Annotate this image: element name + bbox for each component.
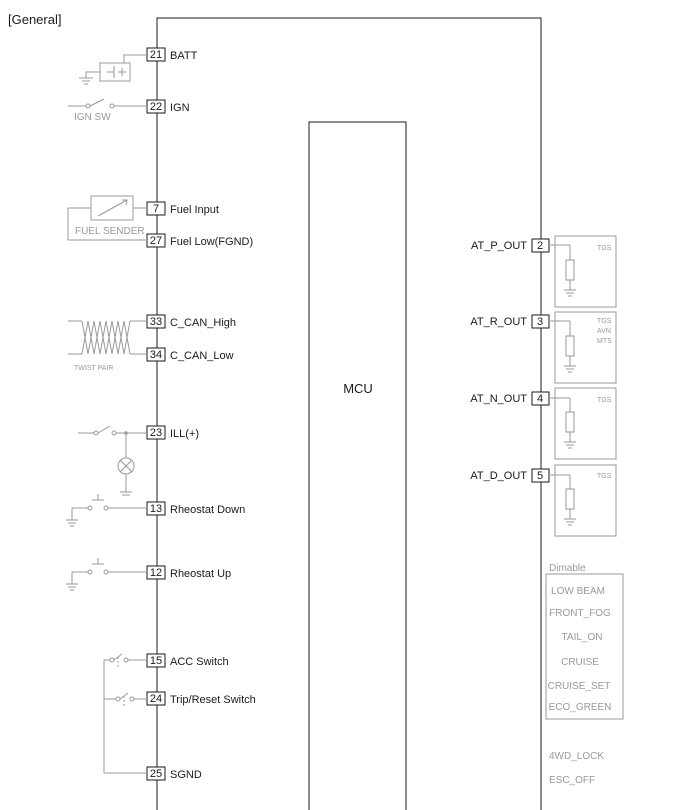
left-pins: 21 BATT 22 IGN 7 Fuel Input 27 Fuel Low(… xyxy=(146,47,256,781)
fuel-sender-icon xyxy=(67,195,147,241)
signals-header: Dimable xyxy=(549,563,586,574)
svg-text:12: 12 xyxy=(150,567,162,579)
svg-text:7: 7 xyxy=(153,203,159,215)
svg-text:24: 24 xyxy=(150,693,162,705)
pin-label-fuel-input: Fuel Input xyxy=(170,204,219,216)
pin-ign: 22 IGN xyxy=(146,99,190,114)
pin-label-sgnd: SGND xyxy=(170,769,202,781)
pin-label-ign: IGN xyxy=(170,102,190,114)
load-box-d: TGS xyxy=(549,464,617,537)
section-title: [General] xyxy=(8,12,61,27)
ill-lamp-icon xyxy=(117,433,135,496)
load-box-r: TGS AVN MTS xyxy=(549,311,617,384)
pin-batt: 21 BATT xyxy=(146,47,198,62)
fuel-sender-label: FUEL SENDER xyxy=(75,226,145,237)
ign-switch-icon xyxy=(68,98,147,109)
svg-text:15: 15 xyxy=(150,655,162,667)
load-box-p-text: TGS xyxy=(597,245,612,252)
signal-esc-off: ESC_OFF xyxy=(549,775,595,786)
pin-trip-reset: 24 Trip/Reset Switch xyxy=(146,691,256,706)
signals-box xyxy=(545,573,624,720)
signal-low-beam: LOW BEAM xyxy=(551,586,605,597)
pin-at-d-out: AT_D_OUT 5 xyxy=(470,468,550,483)
signal-cruise: CRUISE xyxy=(561,657,599,668)
pin-at-n-out: AT_N_OUT 4 xyxy=(470,391,550,406)
signal-4wd-lock: 4WD_LOCK xyxy=(549,751,604,762)
svg-text:2: 2 xyxy=(537,240,543,252)
load-box-n: TGS xyxy=(549,387,617,460)
pin-at-p-out: AT_P_OUT 2 xyxy=(471,238,550,253)
pin-label-at-n-out: AT_N_OUT xyxy=(470,393,527,405)
pin-c-can-low: 34 C_CAN_Low xyxy=(146,347,234,362)
trip-reset-switch-icon xyxy=(104,692,147,774)
pin-label-rheostat-down: Rheostat Down xyxy=(170,504,245,516)
pin-label-fuel-low: Fuel Low(FGND) xyxy=(170,236,253,248)
pin-label-rheostat-up: Rheostat Up xyxy=(170,568,231,580)
pin-label-at-p-out: AT_P_OUT xyxy=(471,240,527,252)
load-box-n-text: TGS xyxy=(597,397,612,404)
pin-rheostat-down: 13 Rheostat Down xyxy=(146,501,245,516)
pin-fuel-input: 7 Fuel Input xyxy=(146,201,219,216)
pin-label-trip-reset: Trip/Reset Switch xyxy=(170,694,256,706)
svg-text:34: 34 xyxy=(150,349,162,361)
svg-text:21: 21 xyxy=(150,49,162,61)
pin-label-acc-switch: ACC Switch xyxy=(170,656,229,668)
battery-icon xyxy=(79,54,147,85)
module-frame xyxy=(156,17,542,810)
load-box-r-text-2: AVN xyxy=(597,328,611,335)
svg-text:4: 4 xyxy=(537,393,543,405)
ign-sw-label: IGN SW xyxy=(74,112,111,123)
signal-front-fog: FRONT_FOG xyxy=(549,608,611,619)
load-box-d-text: TGS xyxy=(597,473,612,480)
svg-text:13: 13 xyxy=(150,503,162,515)
signal-cruise-set: CRUISE_SET xyxy=(548,681,611,692)
pin-sgnd: 25 SGND xyxy=(146,766,202,781)
pin-rheostat-up: 12 Rheostat Up xyxy=(146,565,231,580)
pin-at-r-out: AT_R_OUT 3 xyxy=(470,314,550,329)
pin-ill: 23 ILL(+) xyxy=(146,425,199,440)
rheostat-up-switch-icon xyxy=(66,558,147,591)
svg-text:23: 23 xyxy=(150,427,162,439)
svg-text:3: 3 xyxy=(537,316,543,328)
pin-label-c-can-low: C_CAN_Low xyxy=(170,350,234,362)
svg-text:25: 25 xyxy=(150,768,162,780)
pin-acc-switch: 15 ACC Switch xyxy=(146,653,229,668)
twist-pair-label: TWIST PAIR xyxy=(74,365,113,372)
pin-label-ill: ILL(+) xyxy=(170,428,199,440)
svg-text:22: 22 xyxy=(150,101,162,113)
pin-c-can-high: 33 C_CAN_High xyxy=(146,314,236,329)
svg-text:27: 27 xyxy=(150,235,162,247)
pin-label-batt: BATT xyxy=(170,50,198,62)
svg-text:33: 33 xyxy=(150,316,162,328)
pin-label-c-can-high: C_CAN_High xyxy=(170,317,236,329)
pin-fuel-low: 27 Fuel Low(FGND) xyxy=(146,233,253,248)
load-box-r-text-1: TGS xyxy=(597,318,612,325)
svg-text:5: 5 xyxy=(537,470,543,482)
load-box-r-text-3: MTS xyxy=(597,338,612,345)
load-box-p: TGS xyxy=(549,235,617,308)
twist-pair-icon xyxy=(68,320,147,355)
signal-eco-green: ECO_GREEN xyxy=(549,702,612,713)
signal-tail-on: TAIL_ON xyxy=(562,632,603,643)
pin-label-at-d-out: AT_D_OUT xyxy=(470,470,527,482)
acc-switch-icon xyxy=(103,653,147,773)
mcu-label: MCU xyxy=(343,381,373,396)
right-pins: AT_P_OUT 2 AT_R_OUT 3 AT_N_OUT 4 AT_D_OU… xyxy=(470,238,550,483)
pin-label-at-r-out: AT_R_OUT xyxy=(470,316,527,328)
mcu-block xyxy=(308,121,407,810)
ill-switch-icon xyxy=(78,425,147,436)
rheostat-down-switch-icon xyxy=(66,494,147,527)
